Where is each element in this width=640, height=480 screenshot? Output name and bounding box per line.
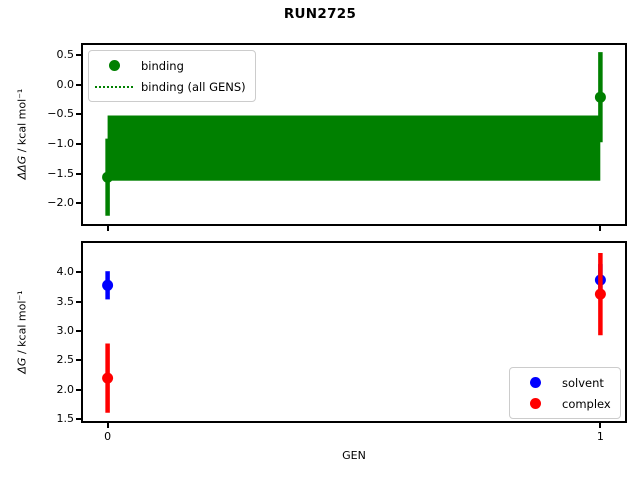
- complex-dot-icon: [529, 398, 541, 409]
- y-tick-label: 1.5: [56, 412, 75, 426]
- y-tick-mark: [76, 202, 81, 205]
- legend-handle: [515, 377, 555, 388]
- y-tick-mark: [76, 172, 81, 175]
- binding-dot-icon: [108, 60, 120, 71]
- legend-handle: [94, 60, 134, 71]
- y-tick-mark: [76, 418, 81, 421]
- bottom-plot-legend: solvent complex: [509, 367, 621, 419]
- bottom-axes-frame: [81, 241, 627, 423]
- x-tick-mark: [599, 226, 602, 231]
- complex-data-point: [594, 288, 606, 300]
- y-tick-mark: [76, 54, 81, 57]
- dotted-line-icon: [95, 85, 133, 88]
- y-tick-label: 3.5: [56, 294, 75, 308]
- y-tick-mark: [76, 359, 81, 362]
- binding-data-point: [594, 91, 606, 103]
- y-tick-label: 0.0: [56, 77, 75, 91]
- solvent-data-point: [102, 279, 114, 291]
- legend-label-binding: binding: [141, 58, 184, 73]
- legend-label-complex: complex: [562, 396, 611, 411]
- x-tick-label: 1: [596, 430, 604, 443]
- legend-label-solvent: solvent: [562, 375, 604, 390]
- top-plot-canvas: [102, 52, 606, 216]
- y-tick-label: 3.0: [56, 324, 75, 338]
- y-tick-label: 2.5: [56, 353, 75, 367]
- legend-entry-complex: complex: [515, 393, 611, 414]
- x-tick-mark: [106, 226, 109, 231]
- figure-title: RUN2725: [283, 6, 357, 22]
- y-tick-label: −1.5: [47, 166, 74, 180]
- legend-entry-solvent: solvent: [515, 372, 611, 393]
- y-tick-mark: [76, 388, 81, 391]
- top-plot-legend: binding binding (all GENS): [88, 50, 256, 102]
- y-tick-label: −1.0: [47, 136, 74, 150]
- y-tick-mark: [76, 83, 81, 86]
- y-tick-label: 0.5: [56, 48, 75, 62]
- y-tick-label: −2.0: [47, 196, 74, 210]
- x-tick-label: 0: [104, 430, 112, 443]
- binding-data-point: [102, 171, 114, 183]
- legend-label-binding-all-gens: binding (all GENS): [141, 79, 246, 94]
- x-tick-mark: [106, 423, 109, 428]
- solvent-dot-icon: [529, 377, 541, 388]
- y-tick-label: −0.5: [47, 107, 74, 121]
- y-tick-mark: [76, 300, 81, 303]
- top-axes-frame: [81, 43, 627, 226]
- x-axis-label: GEN: [342, 449, 366, 462]
- y-tick-label: 4.0: [56, 265, 75, 279]
- y-tick-mark: [76, 330, 81, 333]
- bottom-plot-canvas: [102, 253, 606, 413]
- y-tick-mark: [76, 113, 81, 116]
- complex-data-point: [102, 372, 114, 384]
- x-tick-mark: [599, 423, 602, 428]
- legend-entry-binding-all-gens: binding (all GENS): [94, 76, 246, 97]
- confidence-band: [107, 115, 601, 181]
- legend-handle: [515, 398, 555, 409]
- legend-handle: [94, 85, 134, 88]
- y-tick-label: 2.0: [56, 382, 75, 396]
- y-tick-mark: [76, 142, 81, 145]
- legend-entry-binding: binding: [94, 55, 246, 76]
- y-tick-mark: [76, 271, 81, 274]
